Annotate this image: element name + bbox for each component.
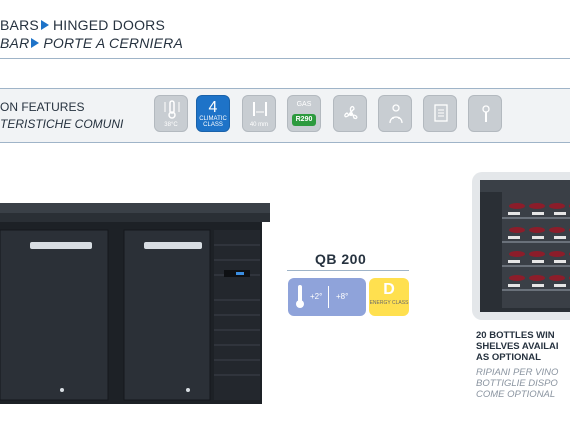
energy-class-badge: D ENERGY CLASS <box>369 278 409 316</box>
divider <box>0 58 570 59</box>
option-text-it-3: COME OPTIONAL <box>476 389 556 400</box>
model-name: QB 200 <box>315 251 367 267</box>
divider <box>328 286 329 308</box>
divider <box>287 270 409 271</box>
features-label-it: TERISTICHE COMUNI <box>0 117 124 131</box>
gas-icon: GAS R290 <box>287 95 321 132</box>
thermometer-icon <box>296 285 304 308</box>
divider <box>0 88 570 89</box>
option-text-en-1: 20 BOTTLES WIN <box>476 330 555 341</box>
divider <box>0 142 570 143</box>
service-icon <box>468 95 502 132</box>
back-bar-cooler-image <box>0 203 270 404</box>
option-text-it-2: BOTTIGLIE DISPO <box>476 378 558 389</box>
temp-min: +2° <box>310 292 323 301</box>
fan-icon <box>333 95 367 132</box>
wine-shelves-option-image <box>472 172 570 320</box>
climatic-class-icon: 4 CLIMATIC CLASS <box>196 95 230 132</box>
triangle-arrow-icon <box>40 20 49 31</box>
triangle-arrow-icon <box>31 38 40 49</box>
option-text-en-3: AS OPTIONAL <box>476 352 541 363</box>
features-label-en: ON FEATURES <box>0 100 85 114</box>
option-text-it-1: RIPIANI PER VINO <box>476 367 559 378</box>
hygiene-icon <box>378 95 412 132</box>
temp-max: +8° <box>336 292 349 301</box>
option-text-en-2: SHELVES AVAILAI <box>476 341 559 352</box>
temperature-range-badge: +2° +8° <box>288 278 366 316</box>
insulation-icon: 40 mm <box>242 95 276 132</box>
thermometer-icon: 38°C <box>154 95 188 132</box>
manual-icon <box>423 95 457 132</box>
